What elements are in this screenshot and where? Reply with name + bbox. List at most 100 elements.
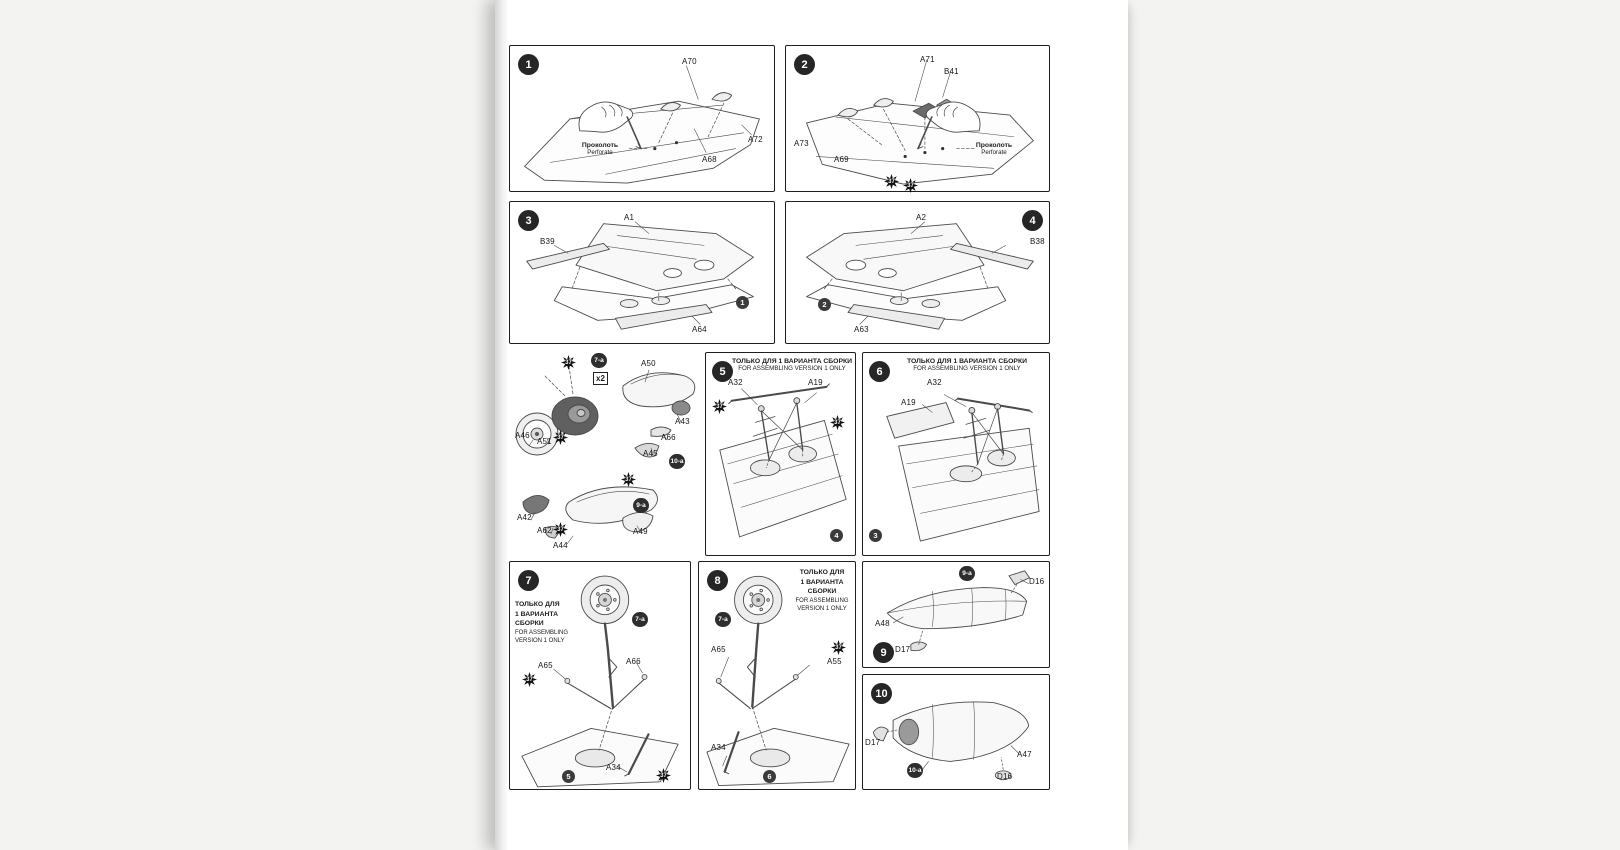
part-label-a51: A51 xyxy=(537,437,552,446)
subassembly-ref-3: 3 xyxy=(869,529,882,542)
paint-star-marker: 37 xyxy=(656,768,671,783)
part-label-a66: A66 xyxy=(661,433,676,442)
step-8-panel: 8 ТОЛЬКО ДЛЯ 1 ВАРИАНТА СБОРКИ FOR ASSEM… xyxy=(698,561,856,790)
part-label-a73: A73 xyxy=(794,139,809,148)
step-8-number: 8 xyxy=(707,570,728,591)
version-note: ТОЛЬКО ДЛЯ 1 ВАРИАНТА СБОРКИ FOR ASSEMBL… xyxy=(891,358,1043,372)
step-1-illustration xyxy=(524,65,760,184)
perforate-note-en: Perforate xyxy=(981,149,1007,156)
paint-star-marker: 37 xyxy=(553,522,568,537)
part-label-a45: A45 xyxy=(643,449,658,458)
step-9-illustration xyxy=(886,570,1031,652)
part-label-a55: A55 xyxy=(827,657,842,666)
version-note-ru: ТОЛЬКО ДЛЯ 1 ВАРИАНТА СБОРКИ xyxy=(906,358,1027,365)
paint-star-marker: 37 xyxy=(621,472,636,487)
part-label-a66: A66 xyxy=(626,657,641,666)
part-label-d16: D16 xyxy=(997,772,1013,781)
part-label-a32: A32 xyxy=(927,378,942,387)
part-label-a63: A63 xyxy=(854,325,869,334)
step-4-illustration xyxy=(806,221,1034,330)
part-label-a2: A2 xyxy=(916,213,927,222)
part-label-a50: A50 xyxy=(641,359,656,368)
subassembly-badge-10a: 10-a xyxy=(669,454,685,469)
part-label-a32: A32 xyxy=(728,378,743,387)
part-label-a65: A65 xyxy=(538,661,553,670)
version-note: ТОЛЬКО ДЛЯ 1 ВАРИАНТА СБОРКИ FOR ASSEMBL… xyxy=(791,568,853,613)
step-7-number: 7 xyxy=(518,570,539,591)
version-note: ТОЛЬКО ДЛЯ 1 ВАРИАНТА СБОРКИ FOR ASSEMBL… xyxy=(515,600,581,645)
wheels-parts-group: 37 7-a x2 A50 A46 A51 37 A43 A66 A45 10-… xyxy=(505,352,701,558)
step-1-number: 1 xyxy=(518,54,539,75)
subassembly-badge-7a: 7-a xyxy=(632,612,648,627)
part-label-d16: D16 xyxy=(1029,577,1045,586)
version-note-en: FOR ASSEMBLING VERSION 1 ONLY xyxy=(913,365,1021,372)
step-10-illustration xyxy=(873,701,1030,781)
step-6-panel: 6 ТОЛЬКО ДЛЯ 1 ВАРИАНТА СБОРКИ FOR ASSEM… xyxy=(862,352,1050,556)
step-2-number: 2 xyxy=(794,54,815,75)
part-label-a48: A48 xyxy=(875,619,890,628)
perforate-note-ru: Проколоть xyxy=(975,142,1013,149)
step-9-panel: 9 9-a D16 A48 D17 xyxy=(862,561,1050,668)
paint-star-marker: 37 xyxy=(903,178,918,193)
subassembly-ref-1: 1 xyxy=(736,296,749,309)
version-note: ТОЛЬКО ДЛЯ 1 ВАРИАНТА СБОРКИ FOR ASSEMBL… xyxy=(732,358,852,372)
paint-star-marker: 37 xyxy=(884,174,899,189)
instruction-sheet: 1 A70 A68 A72 Проколоть Perforate xyxy=(495,0,1128,850)
paint-star-marker: 37 xyxy=(831,640,846,655)
paint-star-marker: 37 xyxy=(712,399,727,414)
version-note-ru: ТОЛЬКО ДЛЯ 1 ВАРИАНТА СБОРКИ xyxy=(732,358,853,365)
version-note-en-2: VERSION 1 ONLY xyxy=(797,605,847,612)
part-label-b38: B38 xyxy=(1030,237,1045,246)
perforate-note: Проколоть Perforate xyxy=(568,142,632,156)
part-label-b41: B41 xyxy=(944,67,959,76)
part-label-a72: A72 xyxy=(748,135,763,144)
part-label-a49: A49 xyxy=(633,527,648,536)
part-label-d17: D17 xyxy=(895,645,911,654)
perforate-note-en: Perforate xyxy=(587,149,613,156)
subassembly-ref-5: 5 xyxy=(562,770,575,783)
version-note-ru-3: СБОРКИ xyxy=(807,588,837,596)
step-4-number: 4 xyxy=(1022,210,1043,231)
paint-star-marker: 37 xyxy=(830,415,845,430)
part-label-b39: B39 xyxy=(540,237,555,246)
version-note-ru-1: ТОЛЬКО ДЛЯ xyxy=(799,569,845,576)
perforate-note: Проколоть Perforate xyxy=(962,142,1026,156)
part-label-a43: A43 xyxy=(675,417,690,426)
paint-star-marker: 37 xyxy=(553,430,568,445)
step-9-number: 9 xyxy=(873,642,894,663)
version-note-en-1: FOR ASSEMBLING xyxy=(795,597,849,604)
paint-star-marker: 37 xyxy=(561,355,576,370)
step-2-panel: 2 A71 B41 A73 A69 Проколоть Perforate 37… xyxy=(785,45,1050,193)
part-label-a68: A68 xyxy=(702,155,717,164)
part-label-a65: A65 xyxy=(711,645,726,654)
version-note-en-2: VERSION 1 ONLY xyxy=(515,637,565,644)
wheels-illustration xyxy=(515,365,696,545)
step-3-number: 3 xyxy=(518,210,539,231)
part-label-a46: A46 xyxy=(515,431,530,440)
step-5-illustration xyxy=(719,383,847,538)
step-4-panel: 4 A2 B38 A63 2 xyxy=(785,201,1050,344)
part-label-a70: A70 xyxy=(682,57,697,66)
part-label-a42: A42 xyxy=(517,513,532,522)
part-label-a44: A44 xyxy=(553,541,568,550)
version-note-ru-2: 1 ВАРИАНТА xyxy=(515,610,559,618)
step-10-panel: 10 D17 10-a D16 A47 xyxy=(862,674,1050,790)
version-note-ru-1: ТОЛЬКО ДЛЯ xyxy=(515,601,560,608)
subassembly-ref-4: 4 xyxy=(830,529,843,542)
subassembly-badge-7a: 7-a xyxy=(591,353,607,368)
step-7-panel: 7 ТОЛЬКО ДЛЯ 1 ВАРИАНТА СБОРКИ FOR ASSEM… xyxy=(509,561,691,790)
part-label-a47: A47 xyxy=(1017,750,1032,759)
part-label-a19: A19 xyxy=(901,398,916,407)
step-6-illustration xyxy=(886,394,1040,542)
part-label-a34: A34 xyxy=(606,763,621,772)
step-1-panel: 1 A70 A68 A72 Проколоть Perforate xyxy=(509,45,775,192)
part-label-a1: A1 xyxy=(624,213,635,222)
perforate-note-ru: Проколоть xyxy=(581,142,619,149)
version-note-ru-2: 1 ВАРИАНТА xyxy=(800,578,844,586)
subassembly-badge-10a: 10-a xyxy=(907,763,923,778)
part-label-a64: A64 xyxy=(692,325,707,334)
quantity-x2-box: x2 xyxy=(593,372,608,385)
step-8-illustration xyxy=(706,575,850,787)
part-label-a34: A34 xyxy=(711,743,726,752)
